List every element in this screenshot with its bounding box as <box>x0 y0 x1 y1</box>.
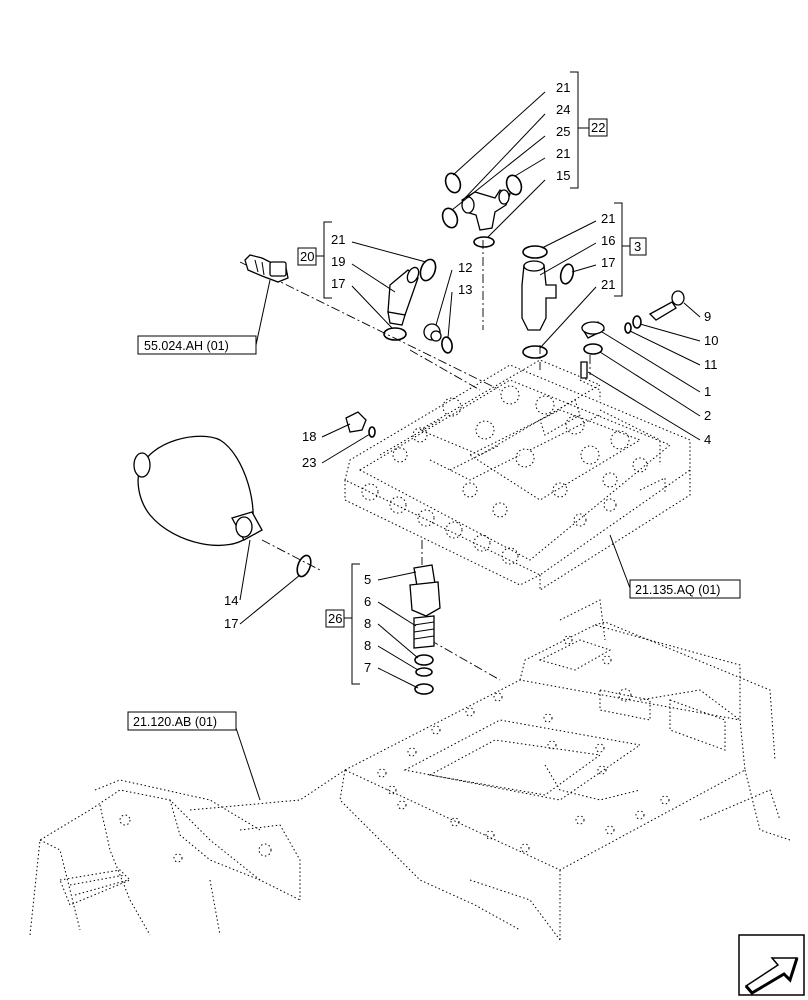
svg-text:21.120.AB (01): 21.120.AB (01) <box>133 715 217 729</box>
group-box-3: 3 <box>629 237 647 256</box>
callout-7: 7 <box>364 660 371 675</box>
callout-9: 9 <box>704 309 711 324</box>
callout-15: 15 <box>556 168 570 183</box>
group-labels: 22 20 3 26 <box>297 118 647 628</box>
relief-valve-26 <box>409 564 441 695</box>
reference-55-024-ah[interactable]: 55.024.AH (01) <box>137 335 257 355</box>
svg-text:55.024.AH (01): 55.024.AH (01) <box>144 339 229 353</box>
callout-21: 21 <box>331 232 345 247</box>
callout-2: 2 <box>704 408 711 423</box>
reference-21-135-aq[interactable]: 21.135.AQ (01) <box>629 579 741 599</box>
callout-23: 23 <box>302 455 316 470</box>
callout-12: 12 <box>458 260 472 275</box>
fitting-18 <box>345 411 376 438</box>
elbow-fitting-20 <box>383 258 437 341</box>
plug-9 <box>624 290 685 334</box>
callout-5: 5 <box>364 572 371 587</box>
callout-21: 21 <box>601 211 615 226</box>
svg-text:26: 26 <box>328 611 342 626</box>
callout-10: 10 <box>704 333 718 348</box>
group-box-22: 22 <box>588 118 608 137</box>
callout-13: 13 <box>458 282 472 297</box>
tee-fitting-22 <box>441 172 523 248</box>
reference-21-120-ab[interactable]: 21.120.AB (01) <box>127 711 237 731</box>
callout-19: 19 <box>331 254 345 269</box>
group-box-20: 20 <box>297 247 317 266</box>
svg-text:22: 22 <box>591 120 605 135</box>
arrow-next-page-icon[interactable] <box>738 934 805 996</box>
callout-18: 18 <box>302 429 316 444</box>
callout-21: 21 <box>556 80 570 95</box>
callout-24: 24 <box>556 102 570 117</box>
leader-lines <box>235 91 701 801</box>
reference-links[interactable]: 55.024.AH (01) 21.135.AQ (01) 21.120.AB … <box>127 335 741 731</box>
callout-1: 1 <box>704 384 711 399</box>
callout-8: 8 <box>364 616 371 631</box>
svg-text:21.135.AQ (01): 21.135.AQ (01) <box>635 583 720 597</box>
svg-text:20: 20 <box>300 249 314 264</box>
valve-block <box>344 359 691 591</box>
callout-21: 21 <box>601 277 615 292</box>
callout-17: 17 <box>331 276 345 291</box>
callout-16: 16 <box>601 233 615 248</box>
callout-25: 25 <box>556 124 570 139</box>
callout-11: 11 <box>704 357 718 372</box>
group-box-26: 26 <box>325 609 345 628</box>
tee-fitting-3 <box>521 245 575 359</box>
callout-21: 21 <box>556 146 570 161</box>
callout-17: 17 <box>224 616 238 631</box>
accumulator <box>133 435 312 578</box>
callout-17: 17 <box>601 255 615 270</box>
callout-14: 14 <box>224 593 238 608</box>
callout-8: 8 <box>364 638 371 653</box>
callout-6: 6 <box>364 594 371 609</box>
group-brackets <box>316 71 630 685</box>
plug-12 <box>423 323 453 354</box>
pressure-switch <box>244 254 289 283</box>
tractor-rear-housing <box>29 599 791 941</box>
callout-numbers: 21 24 25 21 15 21 19 17 12 13 21 16 17 2… <box>224 80 718 675</box>
cap-and-ring <box>580 321 605 379</box>
svg-text:3: 3 <box>634 239 641 254</box>
callout-4: 4 <box>704 432 711 447</box>
